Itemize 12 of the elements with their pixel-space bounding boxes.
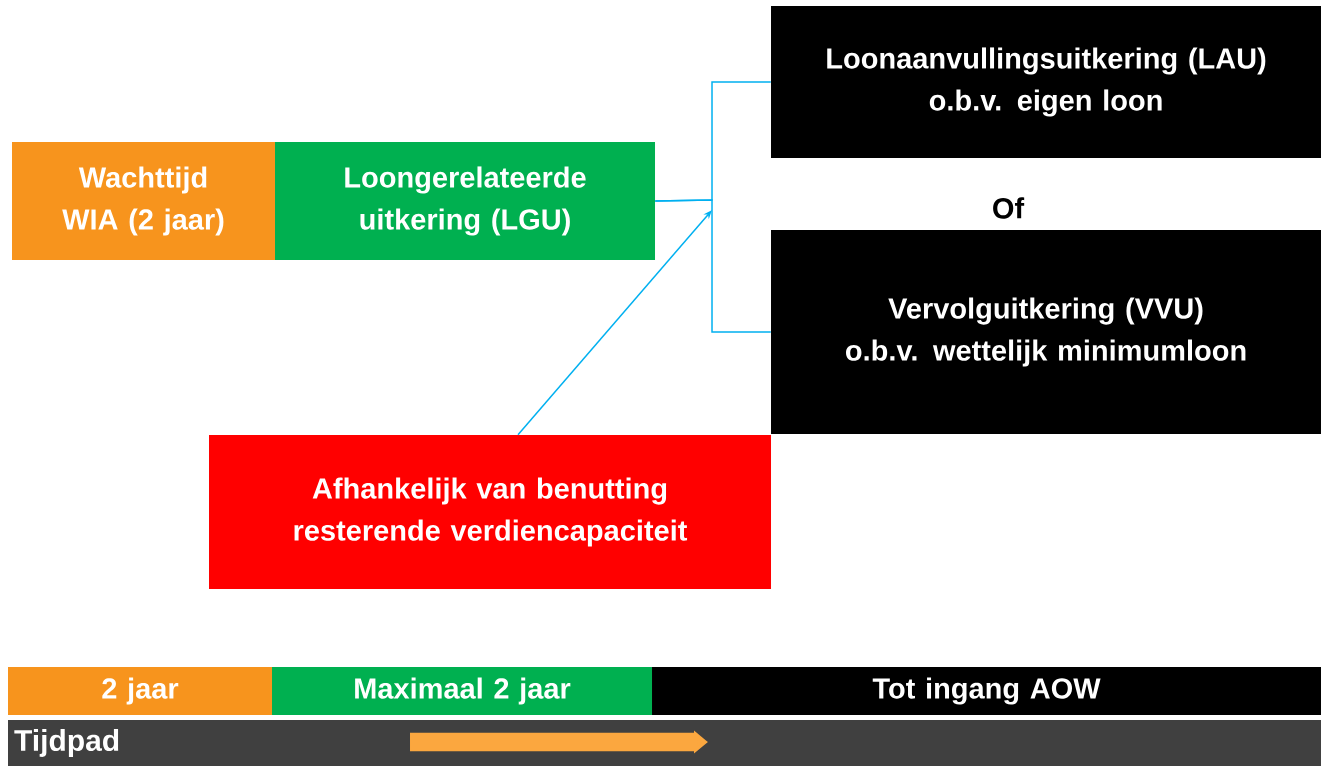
timeline-segment: 2 jaar (8, 667, 272, 715)
timeline-segment: Tot ingang AOW (652, 667, 1321, 715)
timeline-segment: Maximaal 2 jaar (272, 667, 652, 715)
benefit-box: Loonaanvullingsuitkering (LAU) o.b.v. eigen loon (771, 6, 1321, 158)
waiting-period-box: Wachttijd WIA (2 jaar) (12, 142, 275, 260)
timeline-band: Tijdpad (8, 720, 1321, 766)
separator-text: Of (993, 197, 1025, 219)
condition-box: Afhankelijk van benutting resterende verdiencapaciteit (209, 435, 771, 589)
connector (517, 210, 712, 436)
connector (654, 199, 772, 333)
benefit-box: Loongerelateerde uitkering (LGU) (275, 142, 655, 260)
benefit-box: Vervolguitkering (VVU) o.b.v. wettelijk minimumloon (771, 230, 1321, 434)
